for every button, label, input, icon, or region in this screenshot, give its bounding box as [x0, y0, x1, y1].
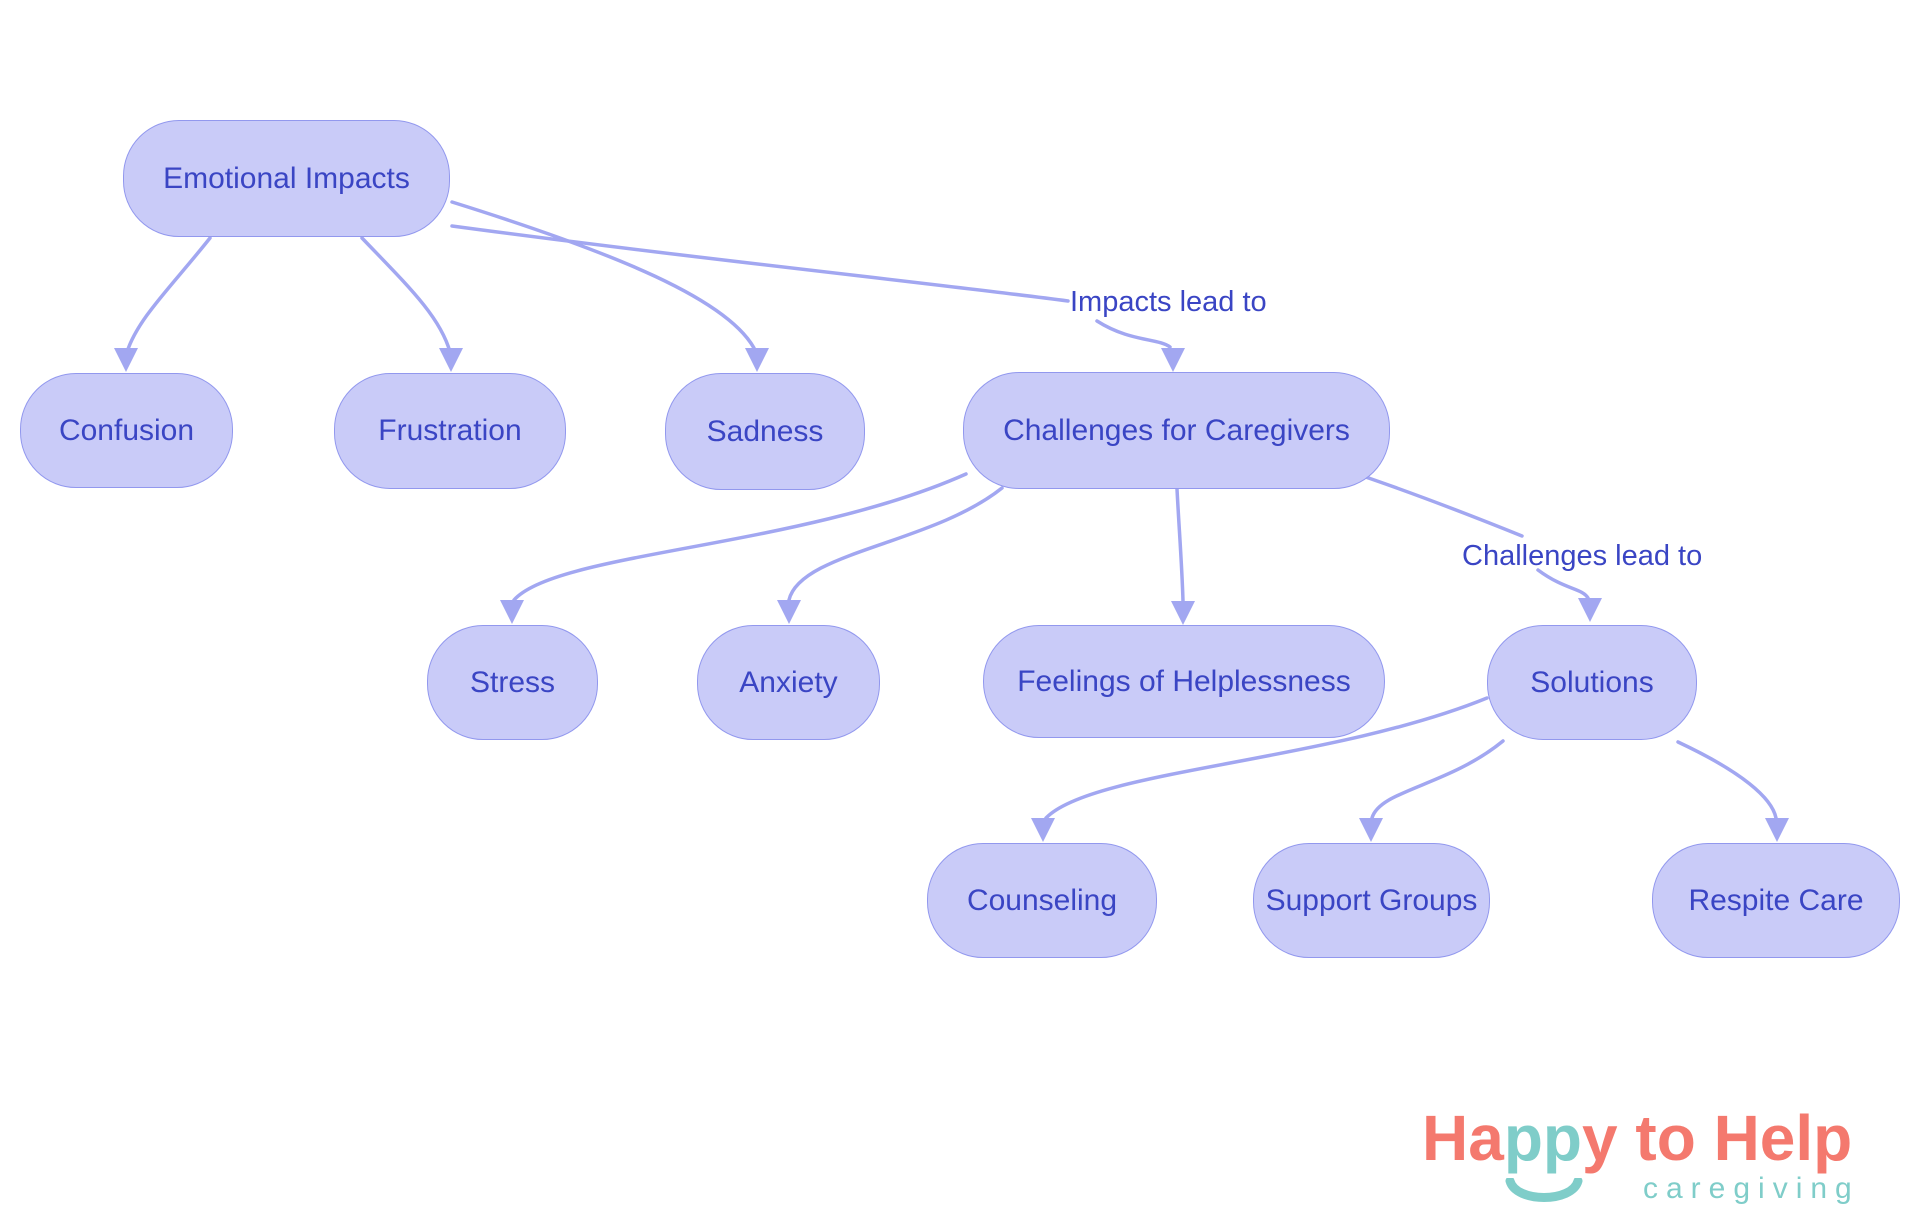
logo-text-help: Help: [1713, 1102, 1853, 1174]
node-label-challenges-for-caregivers: Challenges for Caregivers: [1003, 413, 1350, 447]
node-label-respite-care: Respite Care: [1688, 883, 1864, 917]
arrowhead-anxiety: [777, 600, 801, 624]
arrowhead-respite-care: [1765, 818, 1789, 842]
edge-challenges-to-stress: [512, 472, 968, 602]
node-counseling[interactable]: Counseling: [927, 843, 1157, 958]
arrowhead-challenges: [1161, 348, 1185, 372]
node-label-emotional-impacts: Emotional Impacts: [163, 161, 410, 195]
node-challenges-for-caregivers[interactable]: Challenges for Caregivers: [963, 372, 1390, 489]
arrowhead-confusion: [114, 348, 138, 372]
edge-impacts-to-frustration: [360, 236, 452, 354]
logo-wordmark: Happy to Help: [1422, 1106, 1882, 1170]
edge-label2-to-solutions: [1536, 568, 1590, 600]
node-label-support-groups: Support Groups: [1265, 883, 1478, 917]
arrowhead-counseling: [1031, 818, 1055, 842]
node-sadness[interactable]: Sadness: [665, 373, 865, 490]
edge-challenges-to-helplessness: [1175, 487, 1185, 603]
edge-solutions-to-counseling: [1044, 696, 1489, 820]
node-label-stress: Stress: [469, 665, 556, 699]
node-label-frustration: Frustration: [378, 414, 522, 447]
edge-challenges-to-anxiety: [787, 486, 1004, 602]
node-solutions[interactable]: Solutions: [1487, 625, 1697, 740]
node-frustration[interactable]: Frustration: [334, 373, 566, 489]
node-label-counseling: Counseling: [966, 883, 1118, 917]
node-anxiety[interactable]: Anxiety: [697, 625, 880, 740]
logo-tagline: caregiving: [1643, 1172, 1860, 1205]
logo-text-y: y: [1582, 1102, 1618, 1174]
arrowhead-support-groups: [1359, 818, 1383, 842]
arrowhead-helplessness: [1171, 601, 1195, 625]
edge-solutions-to-respite-care: [1676, 740, 1778, 820]
edge-impacts-to-sadness: [450, 200, 758, 354]
edge-label-impacts-lead-to: Impacts lead to: [1070, 286, 1267, 318]
node-confusion[interactable]: Confusion: [20, 373, 233, 488]
node-label-solutions: Solutions: [1530, 665, 1654, 699]
node-feelings-of-helplessness[interactable]: Feelings of Helplessness: [983, 625, 1385, 738]
arrowhead-solutions: [1578, 598, 1602, 622]
node-support-groups[interactable]: Support Groups: [1253, 843, 1490, 958]
logo-text-pp: pp: [1503, 1102, 1582, 1174]
logo-text-to: to: [1617, 1102, 1714, 1174]
node-label-feelings-of-helplessness: Feelings of Helplessness: [1017, 664, 1351, 698]
node-label-confusion: Confusion: [58, 413, 195, 447]
node-respite-care[interactable]: Respite Care: [1652, 843, 1900, 958]
edge-impacts-to-label: [450, 224, 1070, 303]
smile-icon: [1505, 1178, 1583, 1202]
logo-happy-to-help: Happy to Help caregiving: [1422, 1106, 1882, 1206]
edge-challenges-to-label2: [1343, 468, 1524, 538]
arrowhead-frustration: [439, 348, 463, 372]
node-emotional-impacts[interactable]: Emotional Impacts: [123, 120, 450, 237]
node-stress[interactable]: Stress: [427, 625, 598, 740]
logo-text-ha: Ha: [1422, 1102, 1504, 1174]
node-label-sadness: Sadness: [706, 414, 824, 448]
arrowhead-sadness: [745, 348, 769, 372]
arrowhead-stress: [500, 600, 524, 624]
edge-label-to-challenges: [1095, 319, 1172, 349]
edge-label-challenges-lead-to: Challenges lead to: [1462, 540, 1703, 572]
edge-solutions-to-support-groups: [1370, 739, 1505, 820]
node-label-anxiety: Anxiety: [739, 665, 838, 699]
edge-impacts-to-confusion: [125, 236, 212, 354]
